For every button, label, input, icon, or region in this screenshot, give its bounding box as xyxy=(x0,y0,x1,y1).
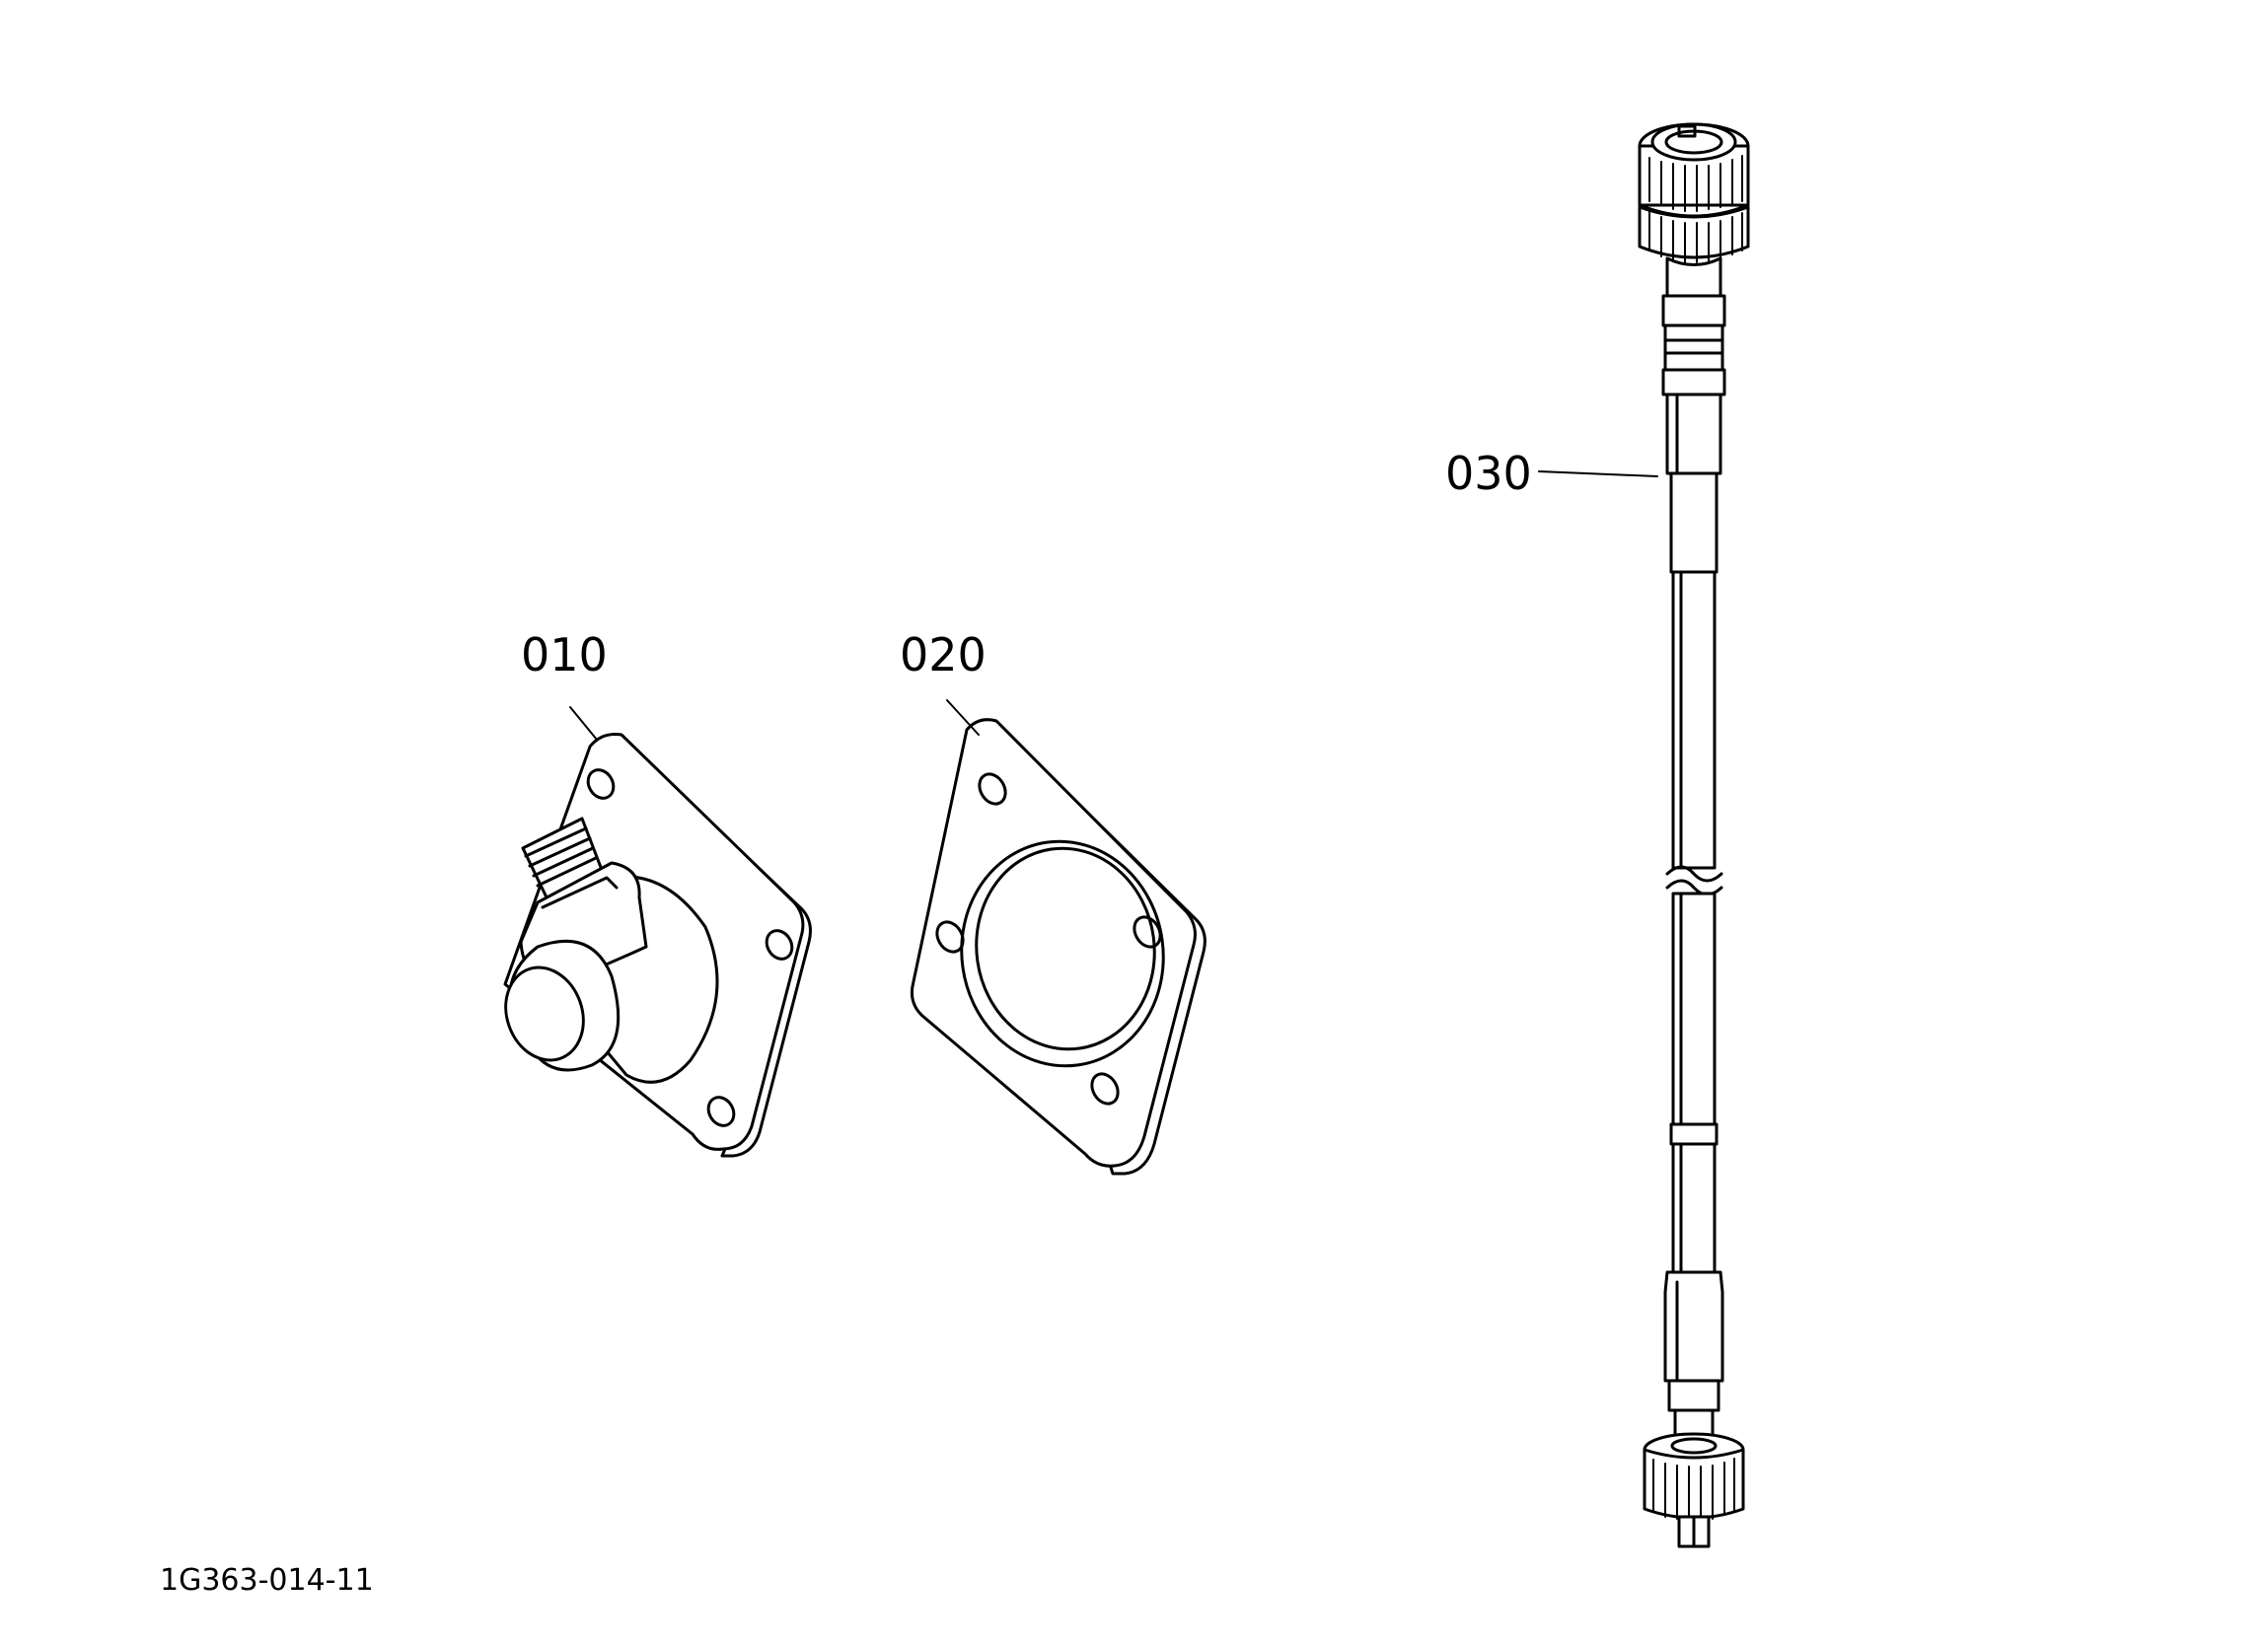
part-030-label: 030 xyxy=(1445,447,1532,500)
part-010-drawing xyxy=(503,706,812,1158)
part-010-label: 010 xyxy=(521,628,608,681)
part-030-drawing xyxy=(1538,122,1750,1548)
part-020-drawing xyxy=(911,699,1207,1176)
part-020-label: 020 xyxy=(900,628,987,681)
drawing-id: 1G363-014-11 xyxy=(160,1563,374,1598)
